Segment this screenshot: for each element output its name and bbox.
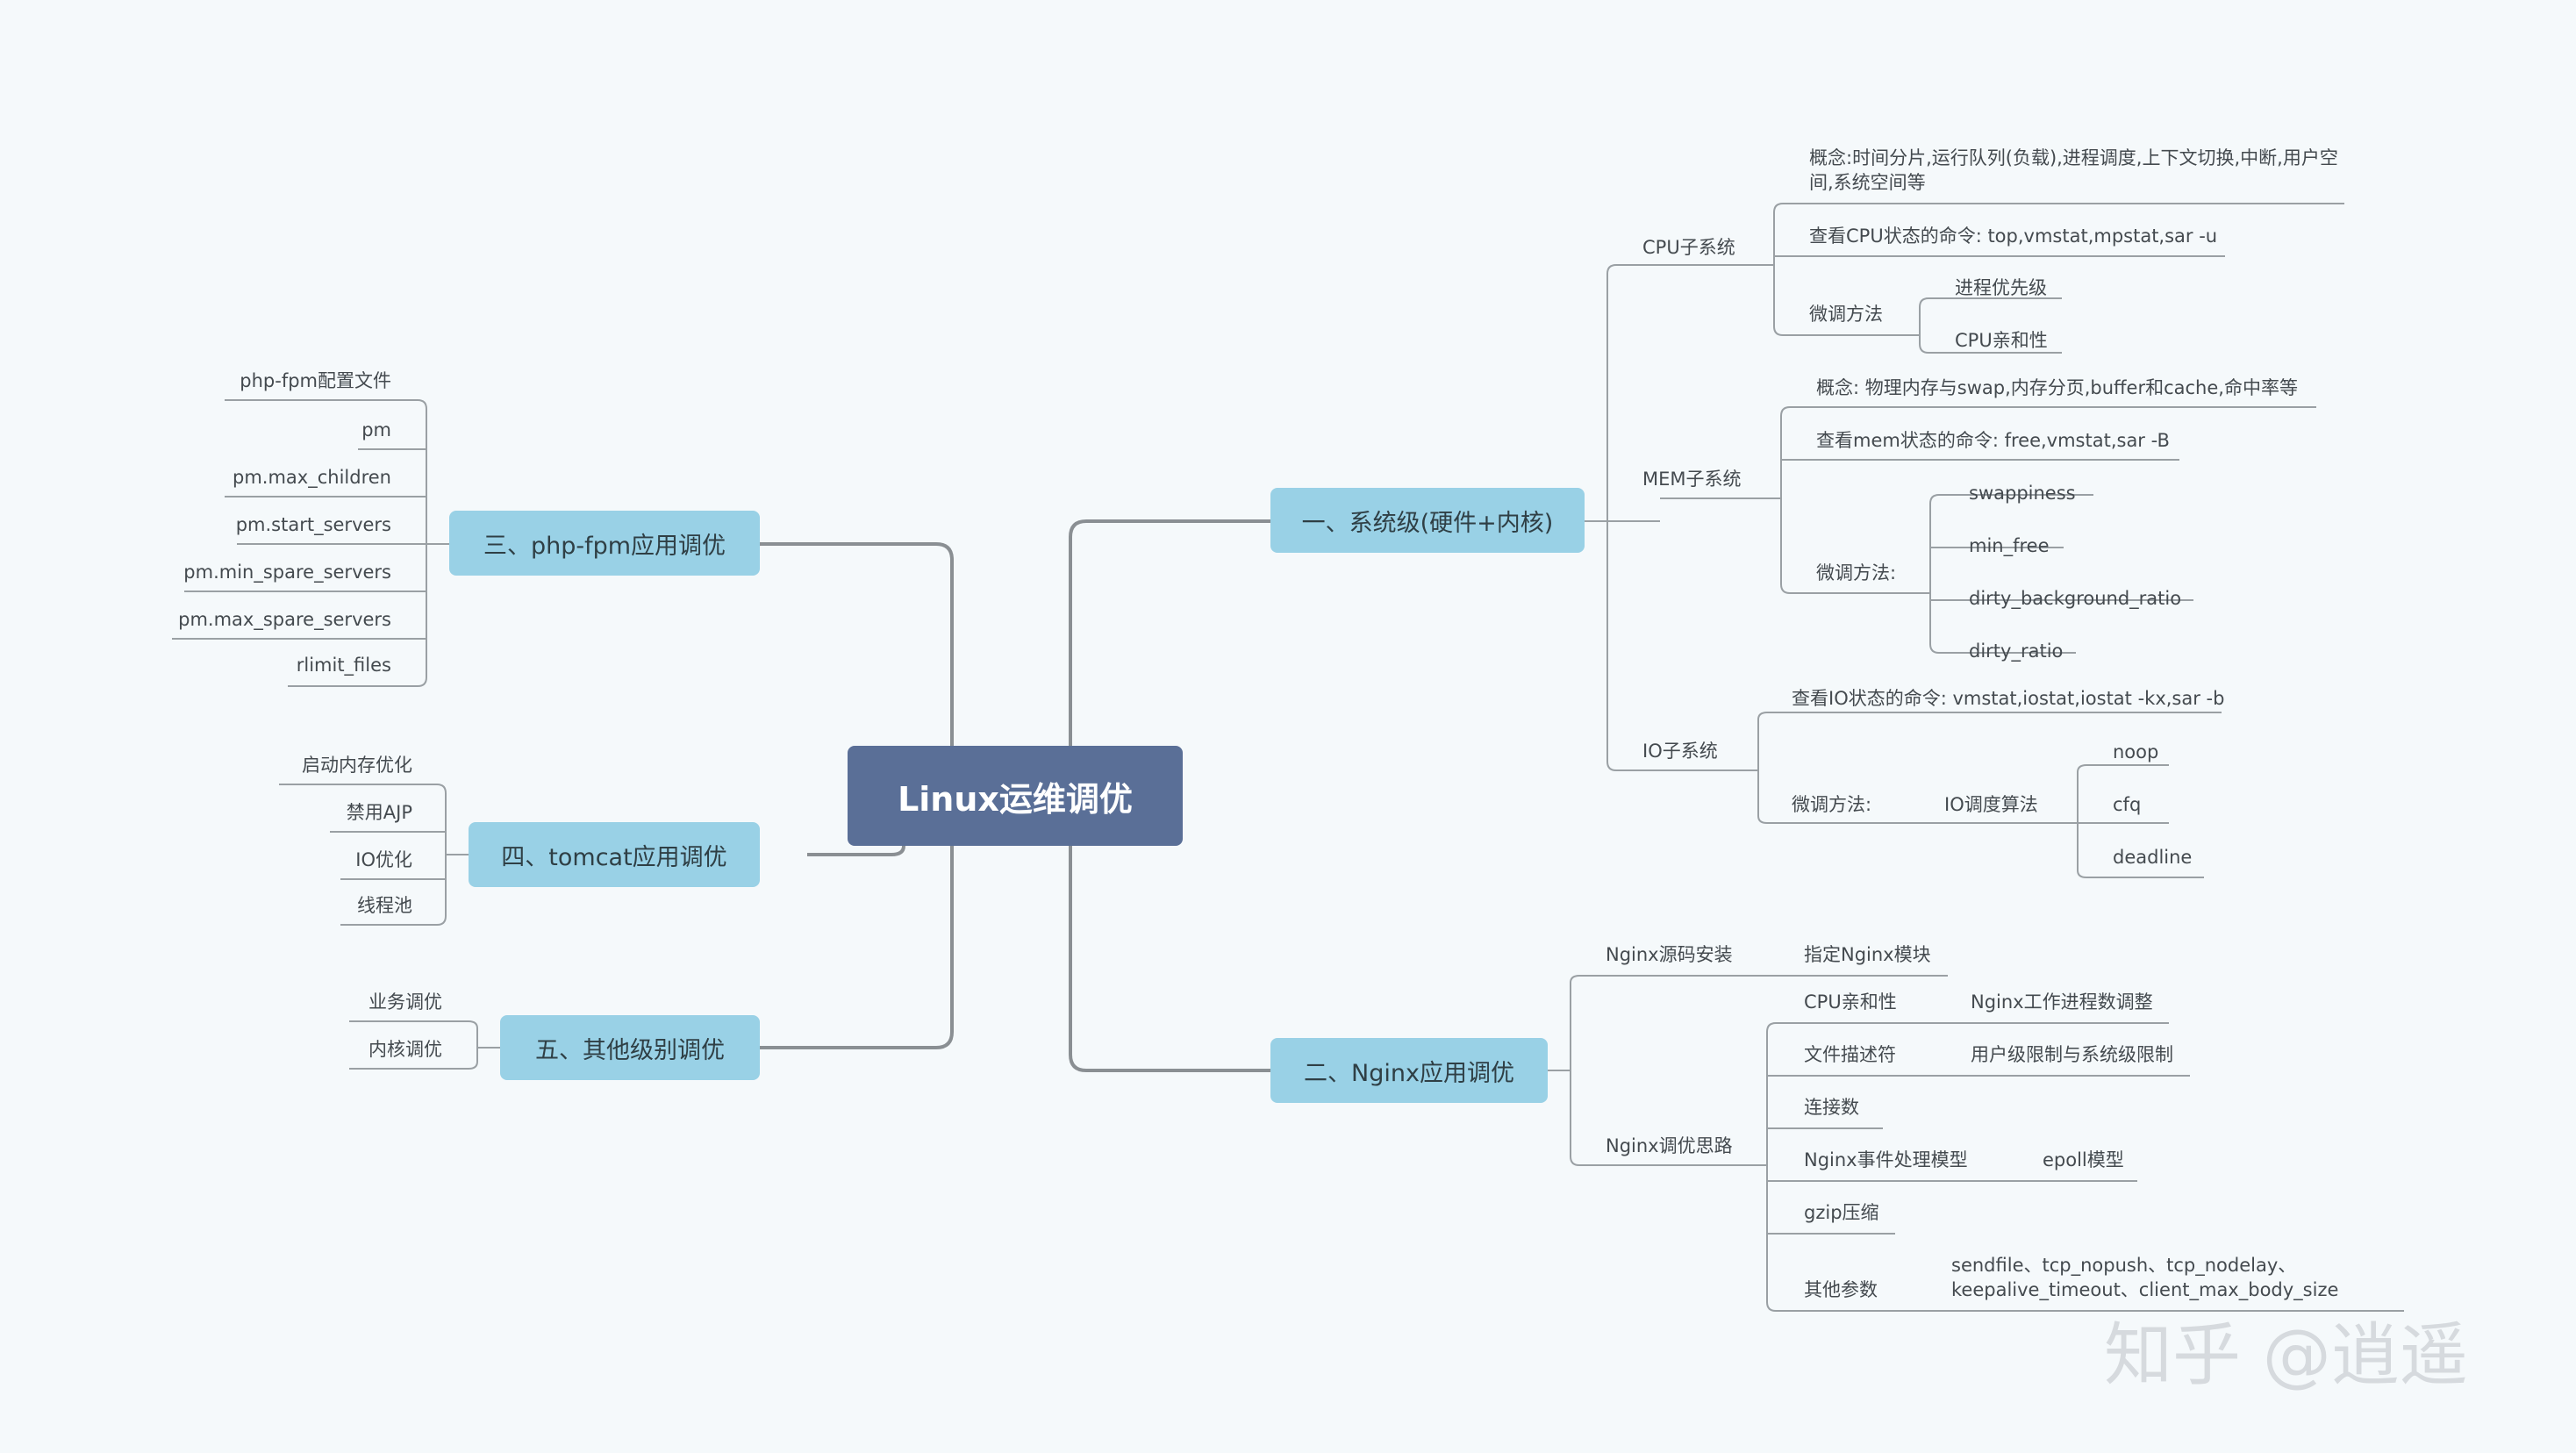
node-other-item[interactable]: 业务调优 bbox=[369, 991, 442, 1013]
node-nginx-modules[interactable]: 指定Nginx模块 bbox=[1804, 944, 1931, 965]
node-cpu-view-command[interactable]: 查看CPU状态的命令: top,vmstat,mpstat,sar -u bbox=[1809, 225, 2218, 247]
branch-tomcat[interactable]: 四、tomcat应用调优 bbox=[469, 822, 760, 887]
node-io-tune[interactable]: 微调方法: bbox=[1792, 794, 1872, 815]
node-nginx-item[interactable]: CPU亲和性 bbox=[1804, 991, 1897, 1013]
node-php-item[interactable]: pm.min_spare_servers bbox=[183, 562, 391, 583]
node-mem-tune-item[interactable]: min_free bbox=[1969, 535, 2050, 556]
node-php-item[interactable]: pm.max_spare_servers bbox=[178, 609, 391, 630]
node-io-view-command[interactable]: 查看IO状态的命令: vmstat,iostat,iostat -kx,sar … bbox=[1792, 688, 2225, 709]
node-mem-tune-item[interactable]: dirty_background_ratio bbox=[1969, 588, 2182, 609]
node-io-sched-item[interactable]: deadline bbox=[2113, 847, 2193, 868]
node-tomcat-item[interactable]: 线程池 bbox=[357, 895, 412, 916]
node-tomcat-item[interactable]: IO优化 bbox=[355, 849, 412, 870]
node-nginx-item[interactable]: 连接数 bbox=[1804, 1097, 1859, 1118]
node-cpu-tune-item[interactable]: 进程优先级 bbox=[1955, 277, 2047, 298]
node-php-item[interactable]: php-fpm配置文件 bbox=[240, 370, 391, 391]
node-nginx-item[interactable]: gzip压缩 bbox=[1804, 1202, 1879, 1223]
branch-other-level[interactable]: 五、其他级别调优 bbox=[500, 1015, 760, 1080]
watermark: 知乎 @逍遥 bbox=[2104, 1316, 2468, 1395]
node-io-subsystem[interactable]: IO子系统 bbox=[1642, 741, 1718, 762]
branch-php-fpm[interactable]: 三、php-fpm应用调优 bbox=[449, 511, 760, 576]
node-cpu-concept[interactable]: 概念:时间分片,运行队列(负载),进程调度,上下文切换,中断,用户空间,系统空间… bbox=[1809, 147, 2338, 193]
node-mem-concept[interactable]: 概念: 物理内存与swap,内存分页,buffer和cache,命中率等 bbox=[1816, 377, 2298, 398]
node-php-item[interactable]: rlimit_files bbox=[296, 655, 391, 676]
node-mem-view-command[interactable]: 查看mem状态的命令: free,vmstat,sar -B bbox=[1816, 430, 2170, 451]
node-mem-tune-item[interactable]: swappiness bbox=[1969, 483, 2076, 504]
node-cpu-subsystem[interactable]: CPU子系统 bbox=[1642, 237, 1735, 258]
node-nginx-subitem[interactable]: 用户级限制与系统级限制 bbox=[1971, 1044, 2173, 1065]
central-topic[interactable]: Linux运维调优 bbox=[848, 746, 1183, 846]
node-other-item[interactable]: 内核调优 bbox=[369, 1039, 442, 1060]
node-cpu-tune-item[interactable]: CPU亲和性 bbox=[1955, 330, 2048, 351]
node-mem-tune-item[interactable]: dirty_ratio bbox=[1969, 641, 2064, 662]
node-cpu-tune[interactable]: 微调方法 bbox=[1809, 304, 1883, 325]
node-tomcat-item[interactable]: 启动内存优化 bbox=[302, 755, 412, 776]
node-mem-subsystem[interactable]: MEM子系统 bbox=[1642, 469, 1742, 490]
node-nginx-subitem[interactable]: epoll模型 bbox=[2043, 1149, 2124, 1170]
node-io-sched-item[interactable]: noop bbox=[2113, 741, 2159, 762]
node-nginx-item[interactable]: 其他参数 bbox=[1804, 1279, 1878, 1300]
node-tomcat-item[interactable]: 禁用AJP bbox=[346, 802, 412, 823]
node-nginx-subitem[interactable]: sendfile、tcp_nopush、tcp_nodelay、 keepali… bbox=[1951, 1255, 2339, 1300]
node-nginx-item[interactable]: 文件描述符 bbox=[1804, 1044, 1896, 1065]
node-nginx-tuning-ideas[interactable]: Nginx调优思路 bbox=[1606, 1135, 1733, 1156]
node-php-item[interactable]: pm bbox=[361, 419, 391, 440]
node-nginx-source-install[interactable]: Nginx源码安装 bbox=[1606, 944, 1733, 965]
node-io-scheduler[interactable]: IO调度算法 bbox=[1944, 794, 2038, 815]
branch-system-level[interactable]: 一、系统级(硬件+内核) bbox=[1270, 488, 1585, 553]
node-nginx-subitem[interactable]: Nginx工作进程数调整 bbox=[1971, 991, 2153, 1013]
node-mem-tune[interactable]: 微调方法: bbox=[1816, 562, 1897, 583]
branch-nginx[interactable]: 二、Nginx应用调优 bbox=[1270, 1038, 1548, 1103]
node-php-item[interactable]: pm.start_servers bbox=[235, 514, 391, 535]
node-nginx-item[interactable]: Nginx事件处理模型 bbox=[1804, 1149, 1968, 1170]
node-php-item[interactable]: pm.max_children bbox=[233, 467, 391, 488]
node-io-sched-item[interactable]: cfq bbox=[2113, 794, 2142, 815]
